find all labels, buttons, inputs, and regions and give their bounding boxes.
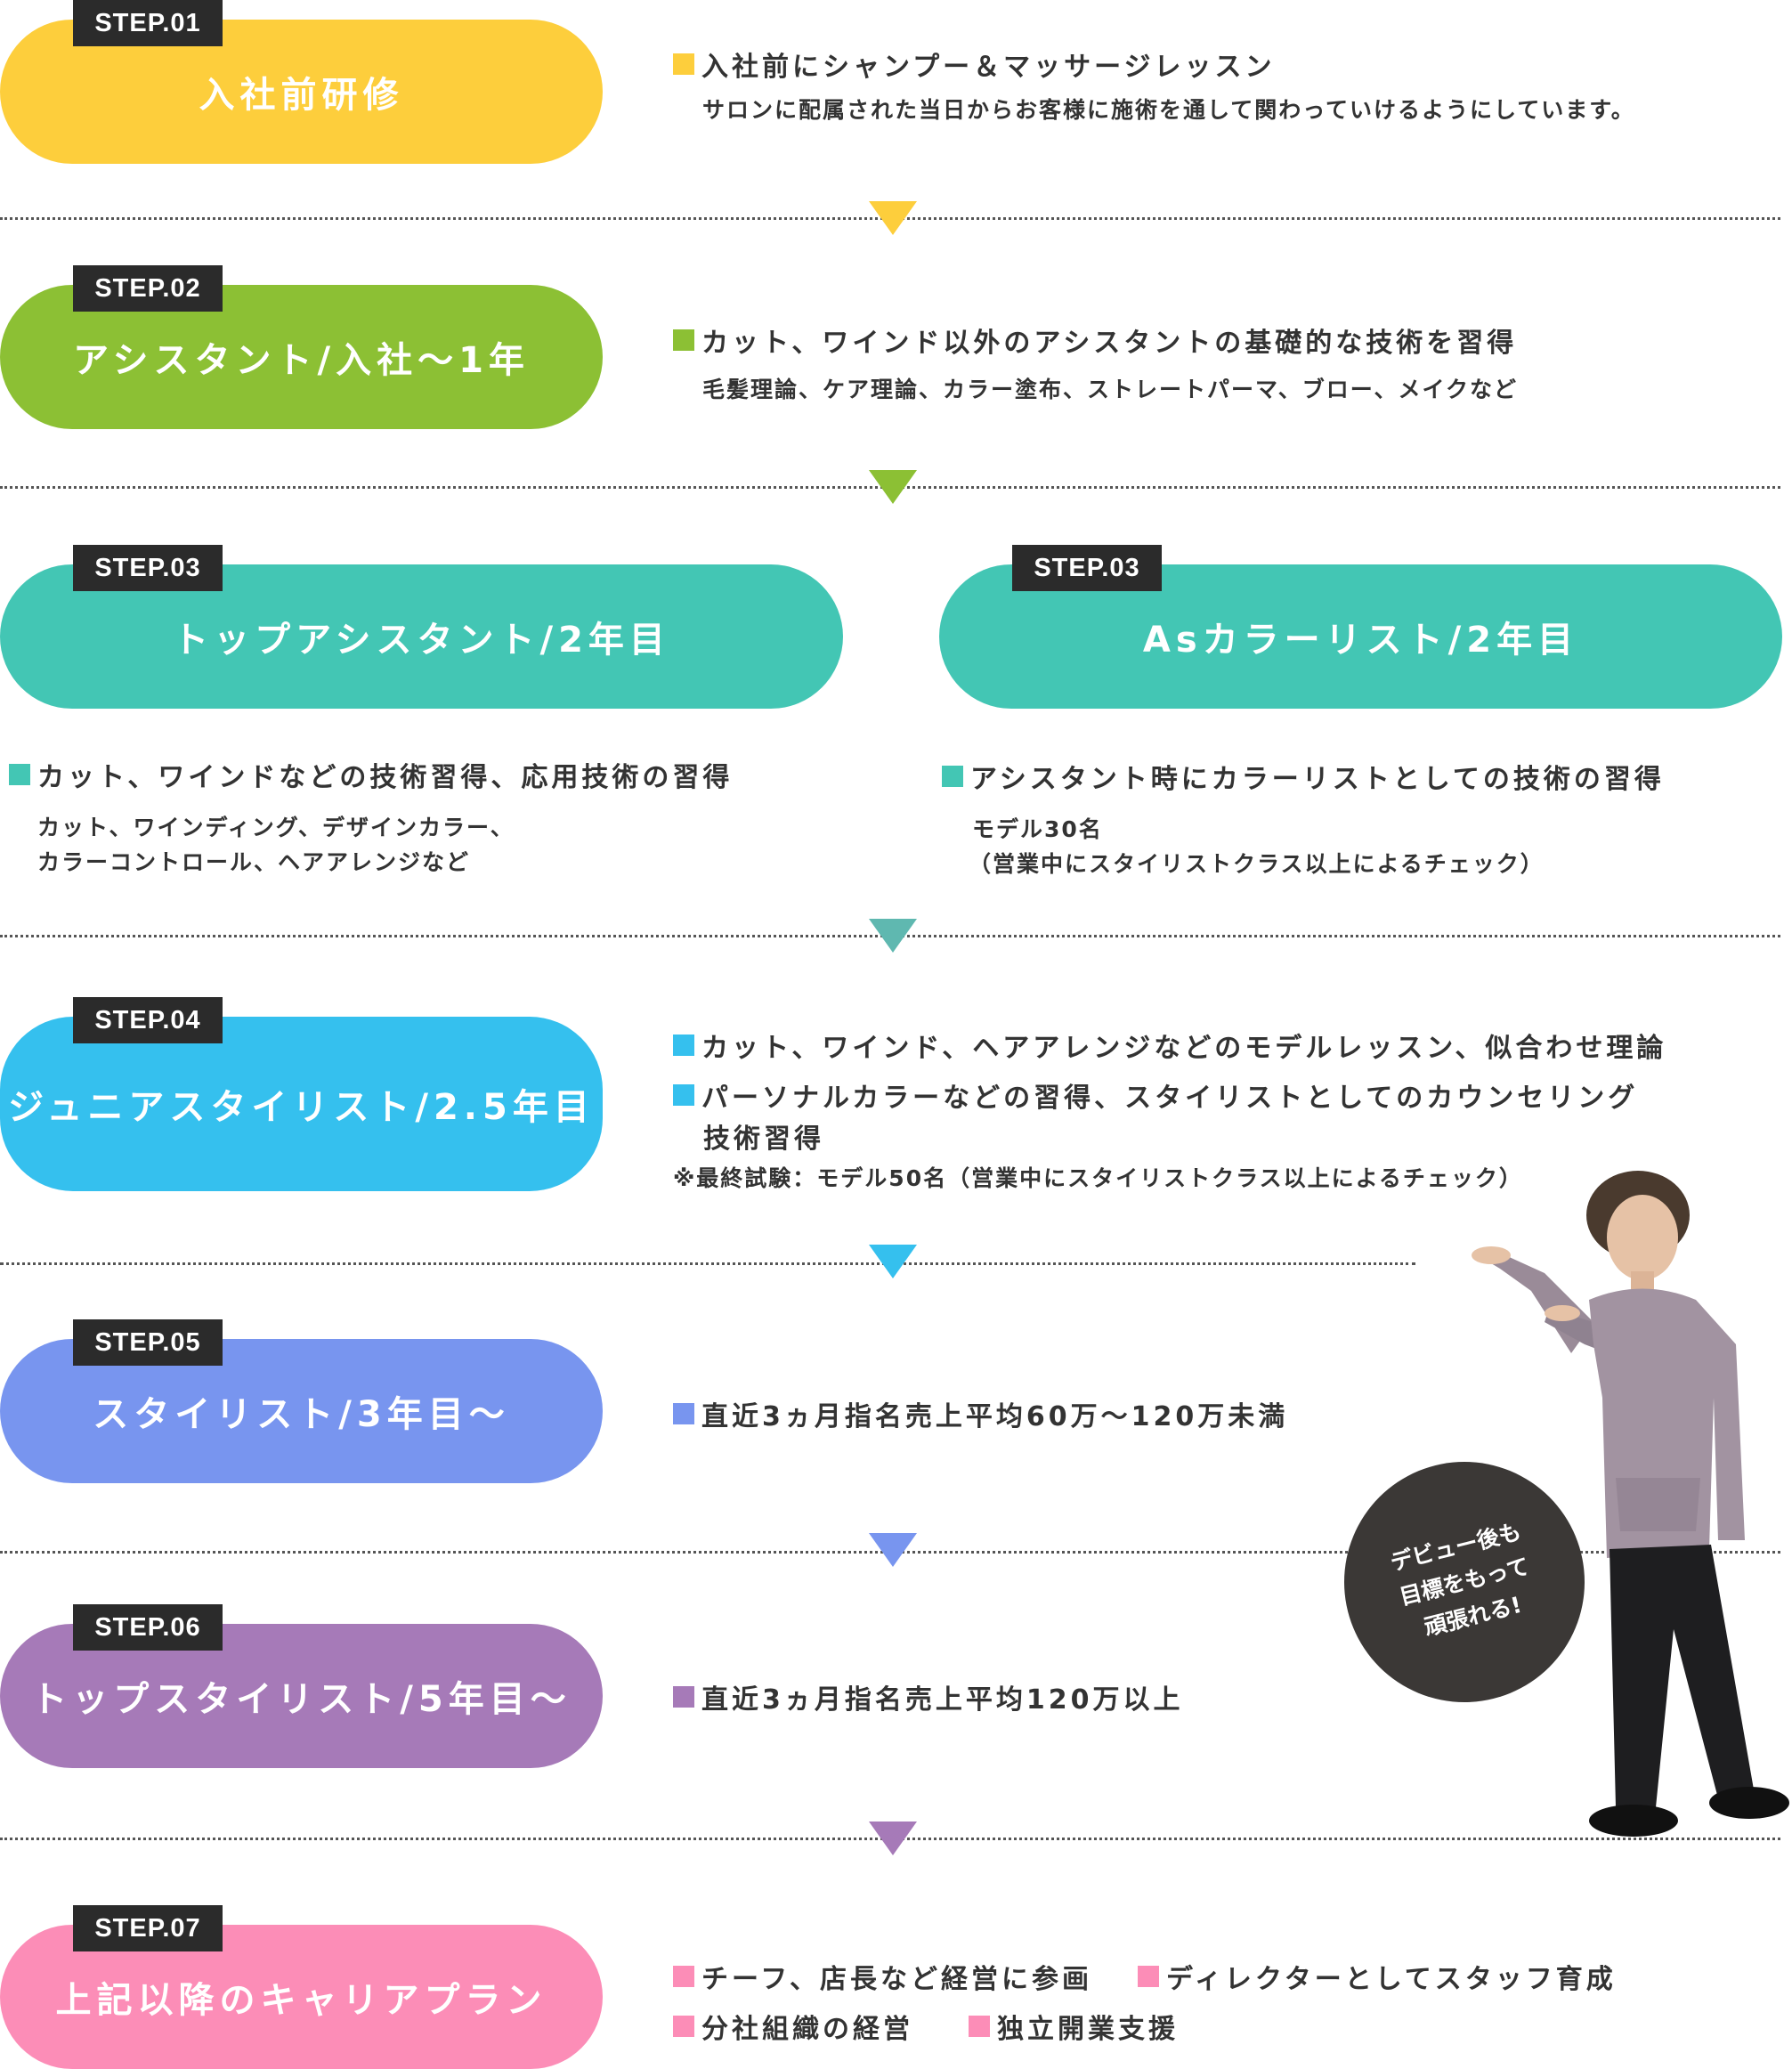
step03-note-colorist-2: （営業中にスタイリストクラス以上によるチェック） xyxy=(969,851,1545,877)
step01-title: 入社前研修 xyxy=(199,75,404,116)
bullet-square-icon xyxy=(673,53,694,75)
person-hand-right xyxy=(1545,1305,1580,1321)
step07-tag: STEP.07 xyxy=(73,1905,223,1951)
step04-bullet-text-1: カット、ワインド、ヘアアレンジなどのモデルレッスン、似合わせ理論 xyxy=(701,1033,1667,1064)
arrow-down-icon xyxy=(869,1533,917,1567)
step07-bullet-text-2: ディレクターとしてスタッフ育成 xyxy=(1166,1964,1617,1995)
bullet-square-icon xyxy=(673,1686,694,1708)
arrow-down-icon xyxy=(869,1822,917,1855)
step04-tag: STEP.04 xyxy=(73,997,223,1043)
step04-bullet-2: パーソナルカラーなどの習得、スタイリストとしてのカウンセリング xyxy=(673,1075,1638,1115)
step02-tag: STEP.02 xyxy=(73,265,223,312)
speech-badge: デビュー後も 目標をもって 頑張れる! xyxy=(1344,1462,1585,1702)
step03-title-top-assistant: トップアシスタント/2年目 xyxy=(173,620,670,661)
step01-bullet-text: 入社前にシャンプー＆マッサージレッスン xyxy=(701,52,1276,83)
step03-note-top-assistant-1: カット、ワインディング、デザインカラー、 xyxy=(37,815,515,840)
step01-bullet: 入社前にシャンプー＆マッサージレッスン xyxy=(673,45,1276,84)
person-face xyxy=(1607,1195,1678,1280)
step04-bullet-text-2: パーソナルカラーなどの習得、スタイリストとしてのカウンセリング xyxy=(701,1083,1639,1114)
step07-bullet-3: 分社組織の経営 xyxy=(673,2007,913,2046)
step03-bullet-top-assistant: カット、ワインドなどの技術習得、応用技術の習得 xyxy=(9,755,733,794)
step07-bullet-1: チーフ、店長など経営に参画 xyxy=(673,1957,1092,1996)
arrow-down-icon xyxy=(869,919,917,953)
step05-bullet: 直近3ヵ月指名売上平均60万〜120万未満 xyxy=(673,1394,1288,1433)
step03-bullet-text-top-assistant: カット、ワインドなどの技術習得、応用技術の習得 xyxy=(37,762,734,793)
bullet-square-icon xyxy=(1138,1966,1159,1987)
step03-tag-top-assistant: STEP.03 xyxy=(73,545,223,591)
divider xyxy=(0,1262,1415,1265)
person-shoe-right xyxy=(1709,1787,1789,1819)
step03-note-top-assistant-2: カラーコントロール、ヘアアレンジなど xyxy=(37,849,471,875)
step03-bullet-text-colorist: アシスタント時にカラーリストとしての技術の習得 xyxy=(970,764,1665,795)
step03-bullet-colorist: アシスタント時にカラーリストとしての技術の習得 xyxy=(942,757,1665,796)
person-hoodie-pocket xyxy=(1616,1478,1700,1531)
step04-bullet-2-continued: 技術習得 xyxy=(703,1116,824,1156)
step05-tag: STEP.05 xyxy=(73,1319,223,1366)
bullet-square-icon xyxy=(673,1084,694,1106)
step07-bullet-2: ディレクターとしてスタッフ育成 xyxy=(1138,1957,1617,1996)
person-hand-left xyxy=(1472,1246,1511,1264)
arrow-down-icon xyxy=(869,470,917,504)
step04-title: ジュニアスタイリスト/2.5年目 xyxy=(8,1087,595,1128)
step04-bullet-1: カット、ワインド、ヘアアレンジなどのモデルレッスン、似合わせ理論 xyxy=(673,1026,1666,1065)
step06-bullet-text: 直近3ヵ月指名売上平均120万以上 xyxy=(701,1684,1184,1716)
bullet-square-icon xyxy=(673,1034,694,1056)
badge-text: デビュー後も 目標をもって 頑張れる! xyxy=(1387,1514,1543,1651)
arrow-down-icon xyxy=(869,201,917,235)
bullet-square-icon xyxy=(942,766,963,787)
bullet-square-icon xyxy=(673,329,694,351)
step07-title: 上記以降のキャリアプラン xyxy=(55,1980,547,2021)
step04-pill: ジュニアスタイリスト/2.5年目 xyxy=(0,1017,603,1191)
step02-note: 毛髪理論、ケア理論、カラー塗布、ストレートパーマ、ブロー、メイクなど xyxy=(702,377,1519,402)
step01-tag: STEP.01 xyxy=(73,0,223,46)
bullet-square-icon xyxy=(673,2016,694,2037)
person-shoe-left xyxy=(1589,1805,1678,1837)
person-illustration xyxy=(1472,1171,1789,1837)
step05-title: スタイリスト/3年目〜 xyxy=(93,1394,510,1435)
arrow-down-icon xyxy=(869,1245,917,1278)
step06-title: トップスタイリスト/5年目〜 xyxy=(31,1679,572,1720)
step06-bullet: 直近3ヵ月指名売上平均120万以上 xyxy=(673,1677,1184,1716)
bullet-square-icon xyxy=(9,764,30,785)
step02-bullet: カット、ワインド以外のアシスタントの基礎的な技術を習得 xyxy=(673,320,1517,360)
step02-bullet-text: カット、ワインド以外のアシスタントの基礎的な技術を習得 xyxy=(701,328,1518,359)
step04-bullet-text-2-cont: 技術習得 xyxy=(703,1124,824,1155)
step06-tag: STEP.06 xyxy=(73,1604,223,1651)
step07-bullet-text-4: 独立開業支援 xyxy=(997,2014,1179,2045)
step03-title-colorist: Asカラーリスト/2年目 xyxy=(1142,620,1579,661)
step07-bullet-4: 独立開業支援 xyxy=(969,2007,1179,2046)
bullet-square-icon xyxy=(673,1403,694,1424)
bullet-square-icon xyxy=(673,1966,694,1987)
step03-note-colorist-1: モデル30名 xyxy=(972,816,1103,842)
step03-tag-colorist: STEP.03 xyxy=(1012,545,1162,591)
bullet-square-icon xyxy=(969,2016,990,2037)
step01-note: サロンに配属された当日からお客様に施術を通して関わっていけるようにしています。 xyxy=(702,97,1635,123)
step05-bullet-text: 直近3ヵ月指名売上平均60万〜120万未満 xyxy=(701,1401,1289,1432)
step02-title: アシスタント/入社〜1年 xyxy=(73,340,530,381)
step04-note: ※最終試験：モデル50名（営業中にスタイリストクラス以上によるチェック） xyxy=(673,1165,1523,1191)
step07-bullet-text-3: 分社組織の経営 xyxy=(701,2014,913,2045)
person-trousers xyxy=(1610,1545,1754,1807)
step07-bullet-text-1: チーフ、店長など経営に参画 xyxy=(701,1964,1092,1995)
